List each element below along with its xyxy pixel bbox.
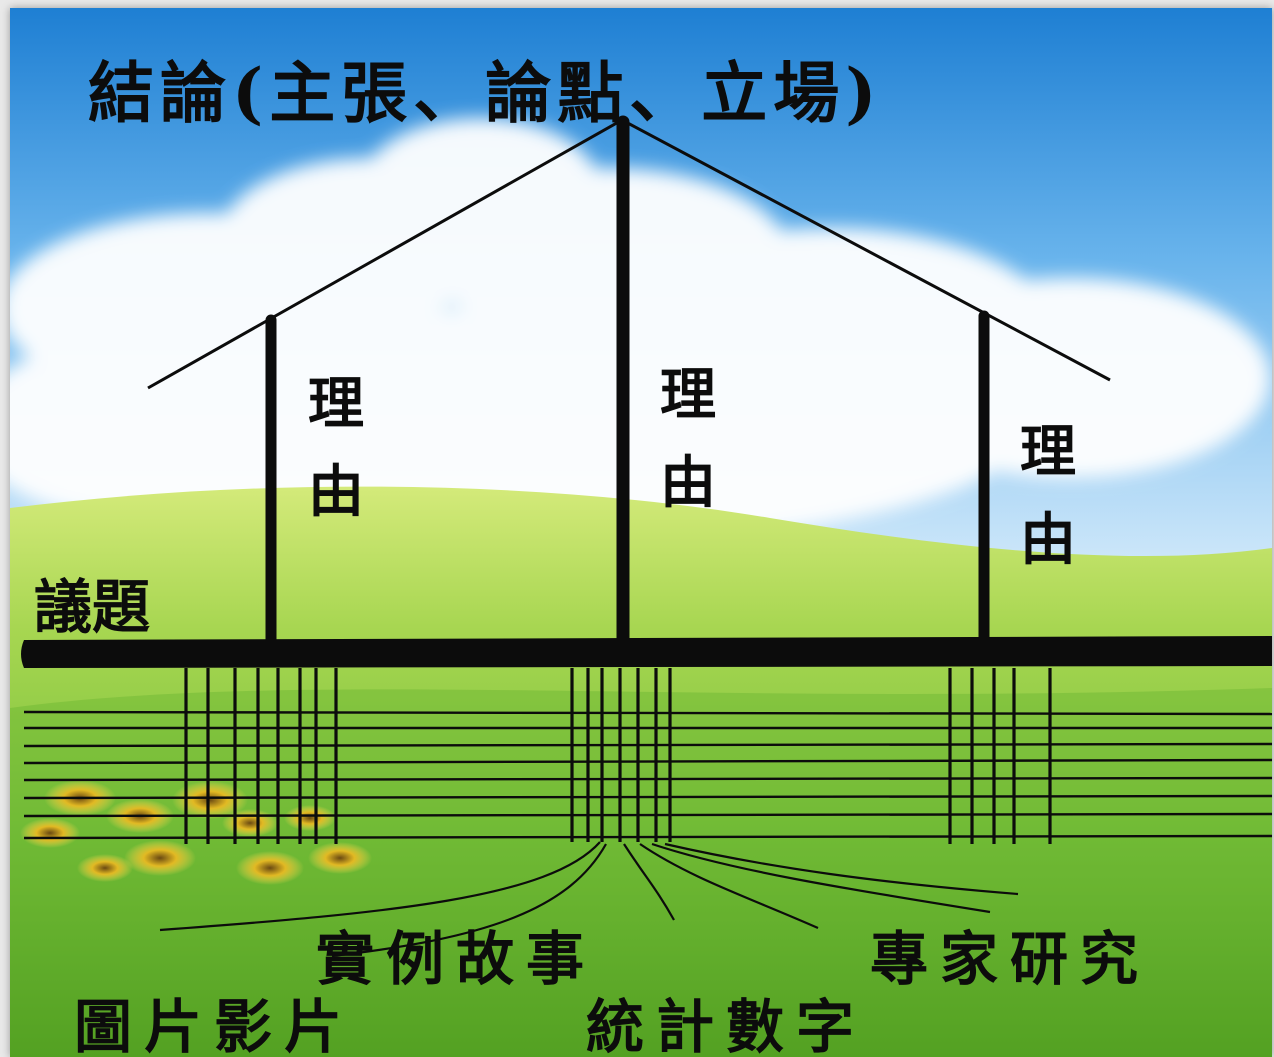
- pillars: [265, 115, 990, 655]
- reason-label-center: 理由: [660, 362, 716, 516]
- issue-label: 議題: [34, 573, 151, 641]
- flower-patch: [20, 780, 372, 885]
- evidence-experts-label: 專家研究: [870, 925, 1151, 993]
- clouds: [10, 118, 1270, 548]
- roof: [147, 118, 1111, 390]
- ground-lines: [23, 710, 1272, 840]
- reason-label-left: 理由: [308, 371, 364, 525]
- roots: [159, 841, 1019, 958]
- foundation-beam: [21, 636, 1272, 668]
- evidence-cases-label: 實例故事: [316, 925, 597, 993]
- evidence-images-label: 圖片影片: [74, 993, 355, 1057]
- evidence-stats-label: 統計數字: [586, 993, 867, 1057]
- diagram-frame: 結論(主張、論點、立場) 理由 理由 理由 議題 實例故事 專家研究 圖片影片 …: [10, 8, 1272, 1057]
- reason-label-right: 理由: [1020, 419, 1076, 573]
- grass-field: [10, 486, 1272, 1057]
- conclusion-title: 結論(主張、論點、立場): [88, 54, 883, 132]
- root-posts: [184, 668, 1052, 844]
- argument-diagram: [10, 8, 1272, 1057]
